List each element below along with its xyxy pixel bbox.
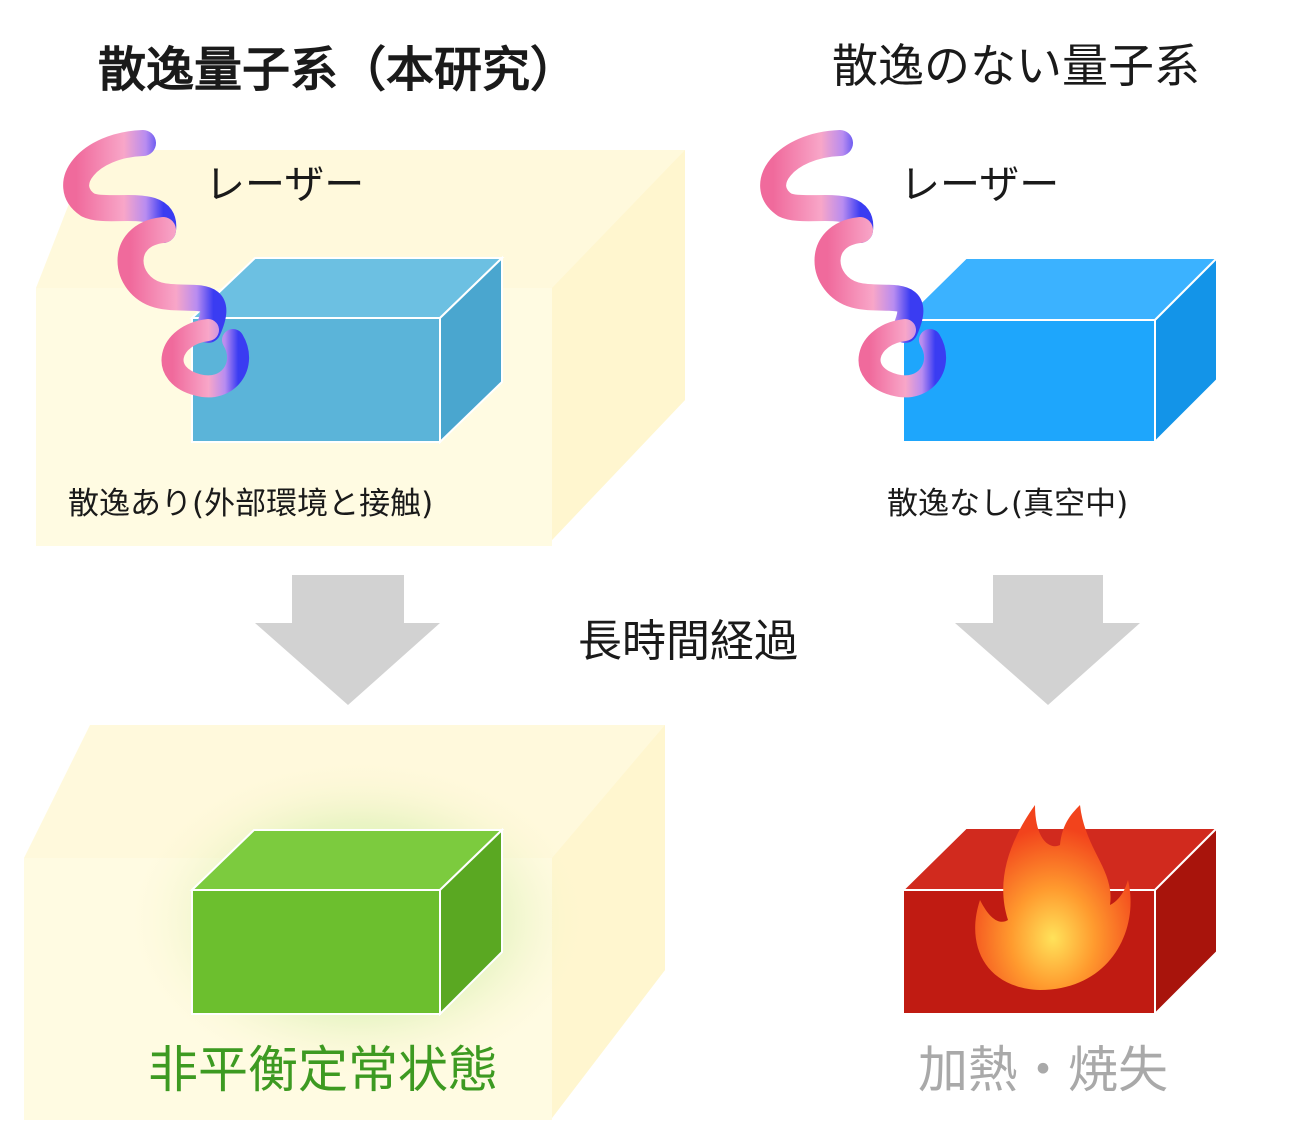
down-arrow-right [955,575,1140,705]
system-box-top-left [189,255,505,445]
laser-helix-icon [760,130,946,398]
system-box-bottom-left [189,827,505,1017]
down-arrow-left [255,575,440,705]
caption-with-dissipation: 散逸あり(外部環境と接触) [68,486,434,522]
title-dissipative: 散逸量子系（本研究） [98,42,579,98]
flame-icon [975,805,1131,990]
system-box-top-right [900,255,1220,445]
laser-helix-icon [63,130,249,398]
laser-label-left: レーザー [205,162,365,208]
caption-without-dissipation: 散逸なし(真空中) [887,486,1129,522]
laser-label-right: レーザー [900,162,1060,208]
title-non-dissipative: 散逸のない量子系 [832,39,1200,93]
result-heating: 加熱・焼失 [918,1041,1168,1099]
time-elapsed-label: 長時間経過 [578,616,798,667]
result-steady-state: 非平衡定常状態 [148,1041,498,1099]
